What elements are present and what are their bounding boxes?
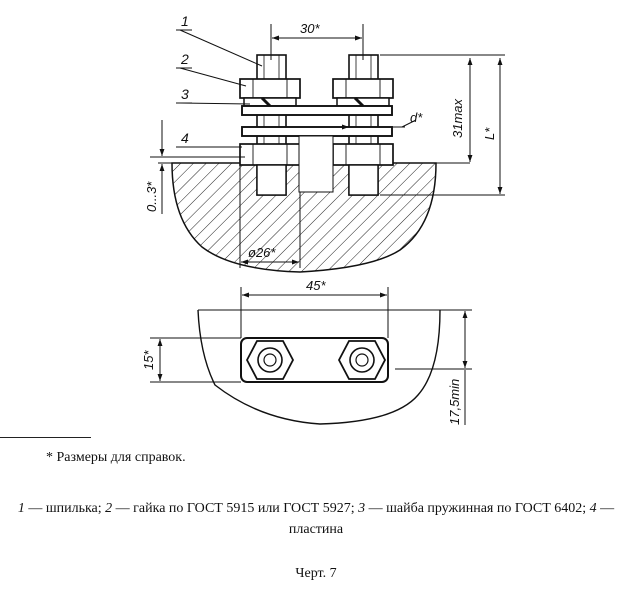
right-bottom-nut [332, 143, 394, 166]
dim-45-label: 45* [306, 278, 326, 293]
elevation-view [158, 54, 470, 273]
reference-note: * Размеры для справок. [46, 450, 186, 465]
dim-30-label: 30* [300, 21, 320, 36]
figure-caption: Черт. 7 [295, 566, 337, 581]
legend-text-2: — гайка по ГОСТ 5915 или ГОСТ 5927; [112, 501, 359, 516]
dim-d-label: d* [410, 110, 423, 125]
middle-plate [241, 126, 393, 137]
dim-31max-label: 31max [450, 98, 465, 138]
right-hex-nut [337, 340, 387, 380]
dim-17-5min-label: 17,5min [447, 379, 462, 425]
dim-30 [270, 24, 364, 60]
footnote-rule [0, 437, 91, 438]
legend-text-4: — пластина [288, 501, 615, 537]
left-bottom-nut [239, 143, 301, 166]
dim-vertical [380, 54, 505, 196]
parts-legend: 1 — шпилька; 2 — гайка по ГОСТ 5915 или … [0, 498, 632, 540]
dim-d [335, 119, 417, 130]
callout-leaders [176, 29, 263, 148]
callout-2: 2 [180, 51, 189, 67]
dim-diameter [239, 165, 301, 268]
callout-1: 1 [181, 13, 189, 29]
dim-15 [150, 337, 241, 383]
upper-plate [241, 105, 393, 116]
legend-num-3: 3 [358, 501, 366, 516]
dim-17-5min [395, 309, 472, 425]
dim-45 [240, 287, 389, 338]
centre-hole [298, 135, 334, 193]
plan-base-outline [197, 309, 441, 425]
callout-3: 3 [181, 86, 189, 102]
right-top-nut [332, 78, 394, 99]
legend-num-4: 4 [589, 501, 597, 516]
dim-gap [150, 120, 245, 214]
legend-text-1: — шпилька; [24, 501, 106, 516]
plan-view [197, 309, 441, 425]
legend-num-2: 2 [105, 501, 113, 516]
legend-text-3: — шайба пружинная по ГОСТ 6402; [365, 501, 590, 516]
left-top-nut [239, 78, 301, 99]
callout-4: 4 [181, 130, 189, 146]
dim-L-label: L* [482, 127, 497, 140]
dim-15-label: 15* [141, 350, 156, 370]
dim-diameter-label: ø26* [248, 245, 276, 260]
dim-gap-label: 0...3* [144, 181, 159, 212]
legend-num-1: 1 [17, 501, 25, 516]
left-hex-nut [245, 340, 295, 380]
